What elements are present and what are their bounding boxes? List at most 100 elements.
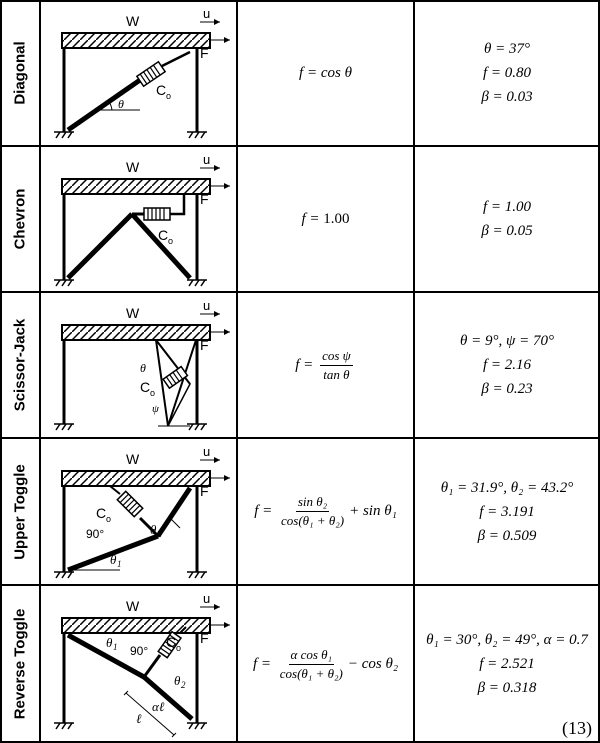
- damper-label: C: [158, 227, 168, 243]
- formula-cell: f = 1.00: [237, 146, 414, 292]
- value-line: f = 2.16: [482, 357, 532, 373]
- upper-toggle-diagram: W u F C o 90° θ 1 θ 2: [54, 444, 230, 579]
- damper-label-sub: o: [106, 514, 111, 524]
- theta-label: θ: [140, 361, 146, 375]
- force-label: F: [200, 337, 209, 353]
- row-label-cell: Reverse Toggle: [0, 585, 40, 743]
- theta1-sub: 1: [117, 559, 122, 569]
- left-support: [54, 131, 74, 139]
- alpha-length-label: αℓ: [152, 699, 165, 714]
- damper-label: C: [140, 379, 150, 395]
- row-label-cell: Scissor-Jack: [0, 292, 40, 438]
- value-line: β = 0.23: [481, 381, 533, 397]
- row-label: Scissor-Jack: [11, 318, 29, 412]
- value-line: θ₁ = 31.9°, θ₂ = 43.2°: [440, 479, 574, 496]
- diagonal-brace: [66, 77, 142, 133]
- table-row-scissor-jack: Scissor-Jack W u F θ: [0, 292, 600, 438]
- force-label: F: [200, 45, 209, 61]
- values-cell: θ = 9°, ψ = 70° f = 2.16 β = 0.23: [414, 292, 600, 438]
- angle-label: θ: [118, 97, 124, 111]
- values-cell: θ₁ = 30°, θ₂ = 49°, α = 0.7 f = 2.521 β …: [414, 585, 600, 743]
- load-label: W: [126, 159, 140, 175]
- load-label: W: [126, 598, 140, 614]
- right-support: [187, 131, 207, 139]
- figure-cell: W u F C o θ: [40, 0, 237, 146]
- upper-toggle-arm: [155, 486, 193, 538]
- formula: f = 1.00: [301, 210, 350, 227]
- row-label-cell: Diagonal: [0, 0, 40, 146]
- formula: f = cos θ: [299, 64, 352, 81]
- value-line: f = 1.00: [482, 199, 532, 215]
- right-angle-label: 90°: [130, 644, 148, 658]
- damper-label: C: [156, 82, 166, 98]
- figure-cell: W u F C o 90° θ 1 θ 2: [40, 438, 237, 585]
- brace-top: [161, 50, 191, 68]
- table-row-chevron: Chevron W u F C o: [0, 146, 600, 292]
- load-label: W: [126, 13, 140, 29]
- row-label: Reverse Toggle: [11, 608, 29, 720]
- damper-label: C: [96, 505, 106, 521]
- equation-number: (13): [562, 718, 592, 738]
- value-line: f = 2.521: [479, 656, 535, 672]
- psi-label: ψ: [152, 403, 159, 415]
- value-line: f = 0.80: [482, 65, 532, 81]
- force-label: F: [200, 483, 209, 499]
- scissor-jack-diagram: W u F θ C o ψ: [54, 298, 230, 431]
- value-line: f = 3.191: [479, 503, 535, 520]
- value-line: β = 0.509: [477, 527, 537, 544]
- value-line: β = 0.05: [481, 223, 533, 239]
- values-cell: f = 1.00 β = 0.05: [414, 146, 600, 292]
- table-row-upper-toggle: Upper Toggle W u F: [0, 438, 600, 585]
- theta1-label: θ: [106, 635, 113, 650]
- row-label: Upper Toggle: [11, 463, 29, 560]
- displacement-label: u: [203, 591, 210, 606]
- figure-cell: W u F θ C o ψ: [40, 292, 237, 438]
- value-line: θ₁ = 30°, θ₂ = 49°, α = 0.7: [426, 632, 588, 648]
- figure-cell: W u F C o: [40, 146, 237, 292]
- left-brace: [66, 212, 134, 280]
- value-line: θ = 9°, ψ = 70°: [460, 333, 554, 349]
- row-label: Chevron: [11, 188, 29, 250]
- row-label-cell: Chevron: [0, 146, 40, 292]
- theta1-label: θ: [110, 552, 117, 567]
- damper-label: C: [166, 634, 176, 650]
- value-line: β = 0.03: [481, 89, 533, 105]
- displacement-label: u: [203, 444, 210, 459]
- diagonal-brace-diagram: W u F C o θ: [54, 6, 230, 139]
- values-cell: θ₁ = 31.9°, θ₂ = 43.2° f = 3.191 β = 0.5…: [414, 438, 600, 585]
- displacement-label: u: [203, 152, 210, 167]
- figure-cell: W u F θ 1 90° C o θ 2 αℓ ℓ: [40, 585, 237, 743]
- value-line: θ = 37°: [484, 41, 530, 57]
- reverse-toggle-diagram: W u F θ 1 90° C o θ 2 αℓ ℓ: [54, 591, 230, 738]
- table-row-diagonal: Diagonal: [0, 0, 600, 146]
- damper-label-sub: o: [168, 236, 173, 246]
- damper-label-sub: o: [150, 388, 155, 398]
- displacement-label: u: [203, 6, 210, 21]
- theta2-label: θ: [150, 522, 157, 537]
- load-label: W: [126, 451, 140, 467]
- table-row-reverse-toggle: Reverse Toggle W u: [0, 585, 600, 743]
- damper-label-sub: o: [166, 91, 171, 101]
- theta2-label: θ: [174, 673, 181, 688]
- theta1-sub: 1: [113, 642, 118, 652]
- load-label: W: [126, 305, 140, 321]
- formula-cell: f = cos θ: [237, 0, 414, 146]
- right-brace: [130, 212, 192, 280]
- displacement-label: u: [203, 298, 210, 313]
- row-label: Diagonal: [11, 41, 29, 105]
- length-label: ℓ: [136, 711, 142, 726]
- values-cell: θ = 37° f = 0.80 β = 0.03: [414, 0, 600, 146]
- force-label: F: [200, 191, 209, 207]
- force-label: F: [200, 630, 209, 646]
- value-line: β = 0.318: [477, 680, 537, 696]
- damper-label-sub: o: [176, 643, 181, 653]
